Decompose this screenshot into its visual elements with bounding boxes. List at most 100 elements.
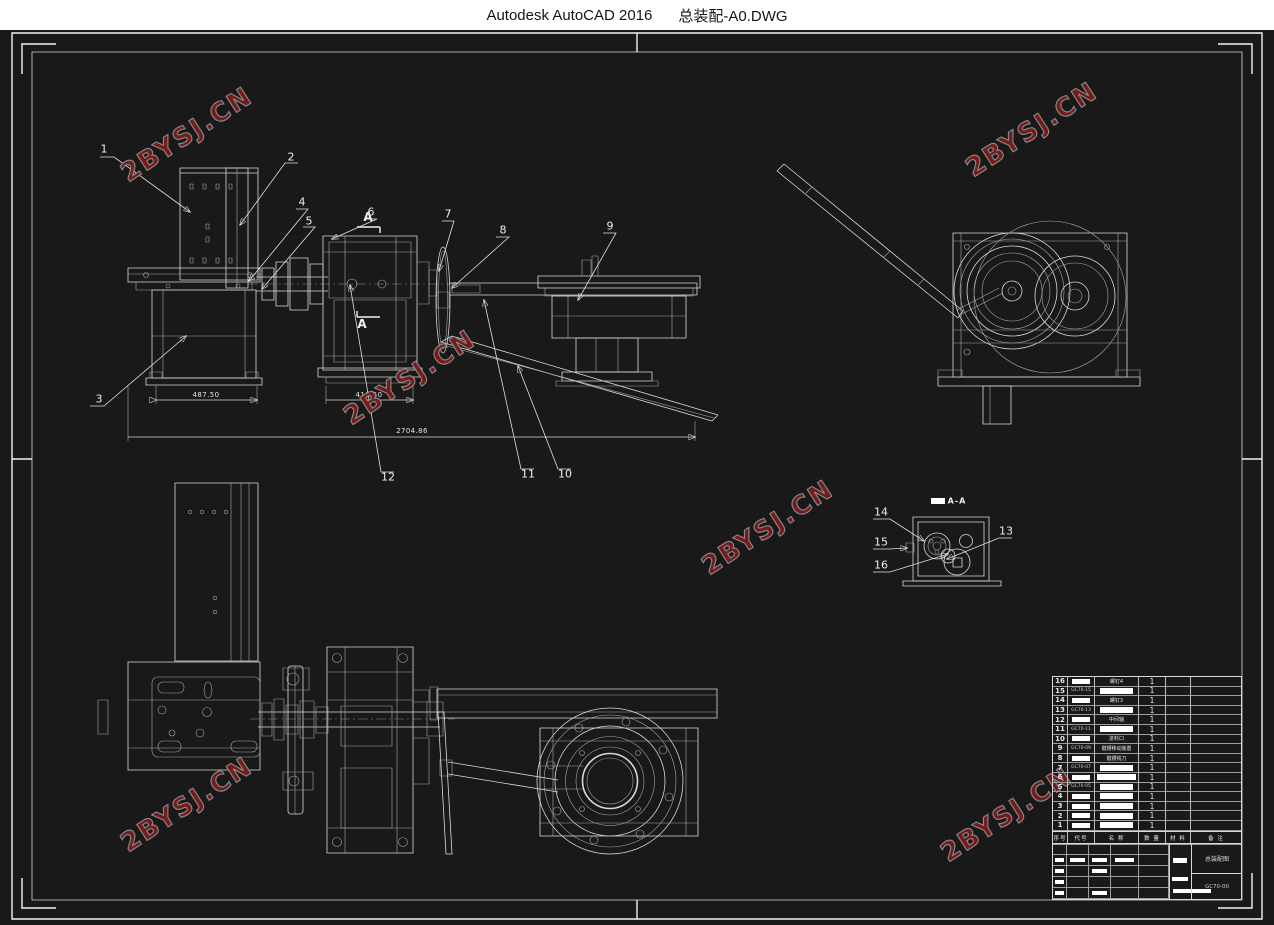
bom-no: 2: [1053, 811, 1068, 821]
redacted-text-block: [1099, 803, 1134, 810]
redacted-text-block: [1072, 755, 1090, 761]
bom-no: 11: [1053, 724, 1068, 735]
redacted-text-block: [1092, 869, 1107, 873]
title-block-cell: [1067, 844, 1089, 855]
title-block-cell: [1089, 888, 1111, 899]
redacted-text-block: [1072, 678, 1090, 684]
title-block-cell: [1139, 877, 1169, 888]
bom-no: 14: [1053, 696, 1068, 706]
title-block-cell: [1089, 866, 1111, 877]
callout-label-2: 2: [287, 150, 295, 164]
callout-label-4: 4: [298, 195, 306, 209]
bom-name: [1095, 782, 1139, 793]
bom-remark: [1191, 725, 1241, 735]
redacted-text-block: [1092, 858, 1107, 862]
bom-name: 螺钉3: [1095, 696, 1139, 706]
title-block-cell: [1111, 888, 1139, 899]
callout-label-10: 10: [558, 467, 572, 481]
section-detail-view: [903, 517, 1001, 586]
title-block-cell: [1053, 844, 1067, 855]
bom-material: [1166, 782, 1191, 793]
bom-no: 10: [1053, 734, 1068, 745]
bom-code: GC70-09: [1068, 744, 1095, 754]
bom-material: [1166, 763, 1191, 773]
bom-material: [1166, 696, 1191, 706]
bom-remark: [1191, 744, 1241, 754]
bom-code: [1068, 734, 1095, 745]
callout-label-6: 6: [367, 205, 375, 219]
redacted-text-block: [1099, 764, 1134, 771]
bom-name: 中间轴: [1095, 715, 1139, 725]
bom-code: [1068, 696, 1095, 706]
bom-no: 13: [1053, 705, 1068, 716]
title-block-cell: [1067, 855, 1089, 866]
bom-code: [1068, 801, 1095, 812]
title-block: 总装配图 GC70-00: [1052, 843, 1242, 900]
bom-name: [1095, 792, 1139, 802]
redacted-text-block: [1099, 812, 1134, 819]
front-view: [128, 168, 718, 421]
callout-label-8: 8: [499, 223, 507, 237]
bom-code: GC70-11: [1068, 724, 1095, 735]
bom-code: GC70-15: [1068, 686, 1095, 697]
redacted-text-block: [1173, 858, 1187, 863]
bom-remark: [1191, 773, 1241, 783]
redacted-text-block: [1072, 736, 1090, 742]
bom-remark: [1191, 754, 1241, 764]
bom-no: 7: [1053, 763, 1068, 773]
drawing-viewport[interactable]: [0, 30, 1274, 925]
redacted-text-block: [1054, 880, 1065, 884]
bom-qty: 1: [1139, 801, 1166, 812]
callout-label-7: 7: [444, 207, 452, 221]
side-view: [777, 164, 1140, 424]
callout-label-1: 1: [100, 142, 108, 156]
bom-remark: [1191, 821, 1241, 831]
redacted-text-block: [1072, 793, 1090, 799]
callout-label-5: 5: [305, 214, 313, 228]
bom-code: [1068, 811, 1095, 821]
redacted-text-block: [1099, 822, 1134, 829]
plan-view: [98, 483, 717, 854]
bom-code: [1068, 772, 1095, 783]
bom-remark: [1191, 802, 1241, 812]
title-block-middle: [1169, 844, 1211, 899]
bom-remark: [1191, 811, 1241, 821]
bom-qty: 1: [1139, 763, 1166, 773]
title-block-cell: [1111, 844, 1139, 855]
bom-remark: [1191, 706, 1241, 716]
title-block-cell: [1089, 855, 1111, 866]
bom-material: [1166, 686, 1191, 697]
bom-qty: 1: [1139, 677, 1166, 687]
bom-code: [1068, 792, 1095, 802]
redacted-text-block: [1072, 813, 1090, 819]
title-block-cell: [1053, 877, 1067, 888]
title-block-cell: [1139, 855, 1169, 866]
bom-qty: 1: [1139, 792, 1166, 802]
drawing-canvas: [0, 30, 1274, 925]
bom-header: 序号: [1053, 831, 1068, 845]
redacted-text-block: [1072, 697, 1090, 703]
title-block-cell: [1089, 877, 1111, 888]
title-block-cell: [1067, 877, 1089, 888]
callout-leaders: [90, 157, 1012, 572]
callout-label-14: 14: [874, 505, 888, 519]
section-detail-title: A-A: [947, 496, 967, 506]
bom-name: [1095, 686, 1139, 697]
title-block-cell: [1067, 888, 1089, 899]
bom-code: GC70-07: [1068, 763, 1095, 773]
dimension-label: 418.50: [355, 391, 383, 399]
redacted-text-block: [1096, 774, 1137, 781]
callout-label-3: 3: [95, 392, 103, 406]
redacted-text-block: [1172, 877, 1188, 881]
callout-label-15: 15: [874, 535, 888, 549]
redacted-text-block: [1054, 891, 1065, 895]
bom-qty: 1: [1139, 772, 1166, 783]
